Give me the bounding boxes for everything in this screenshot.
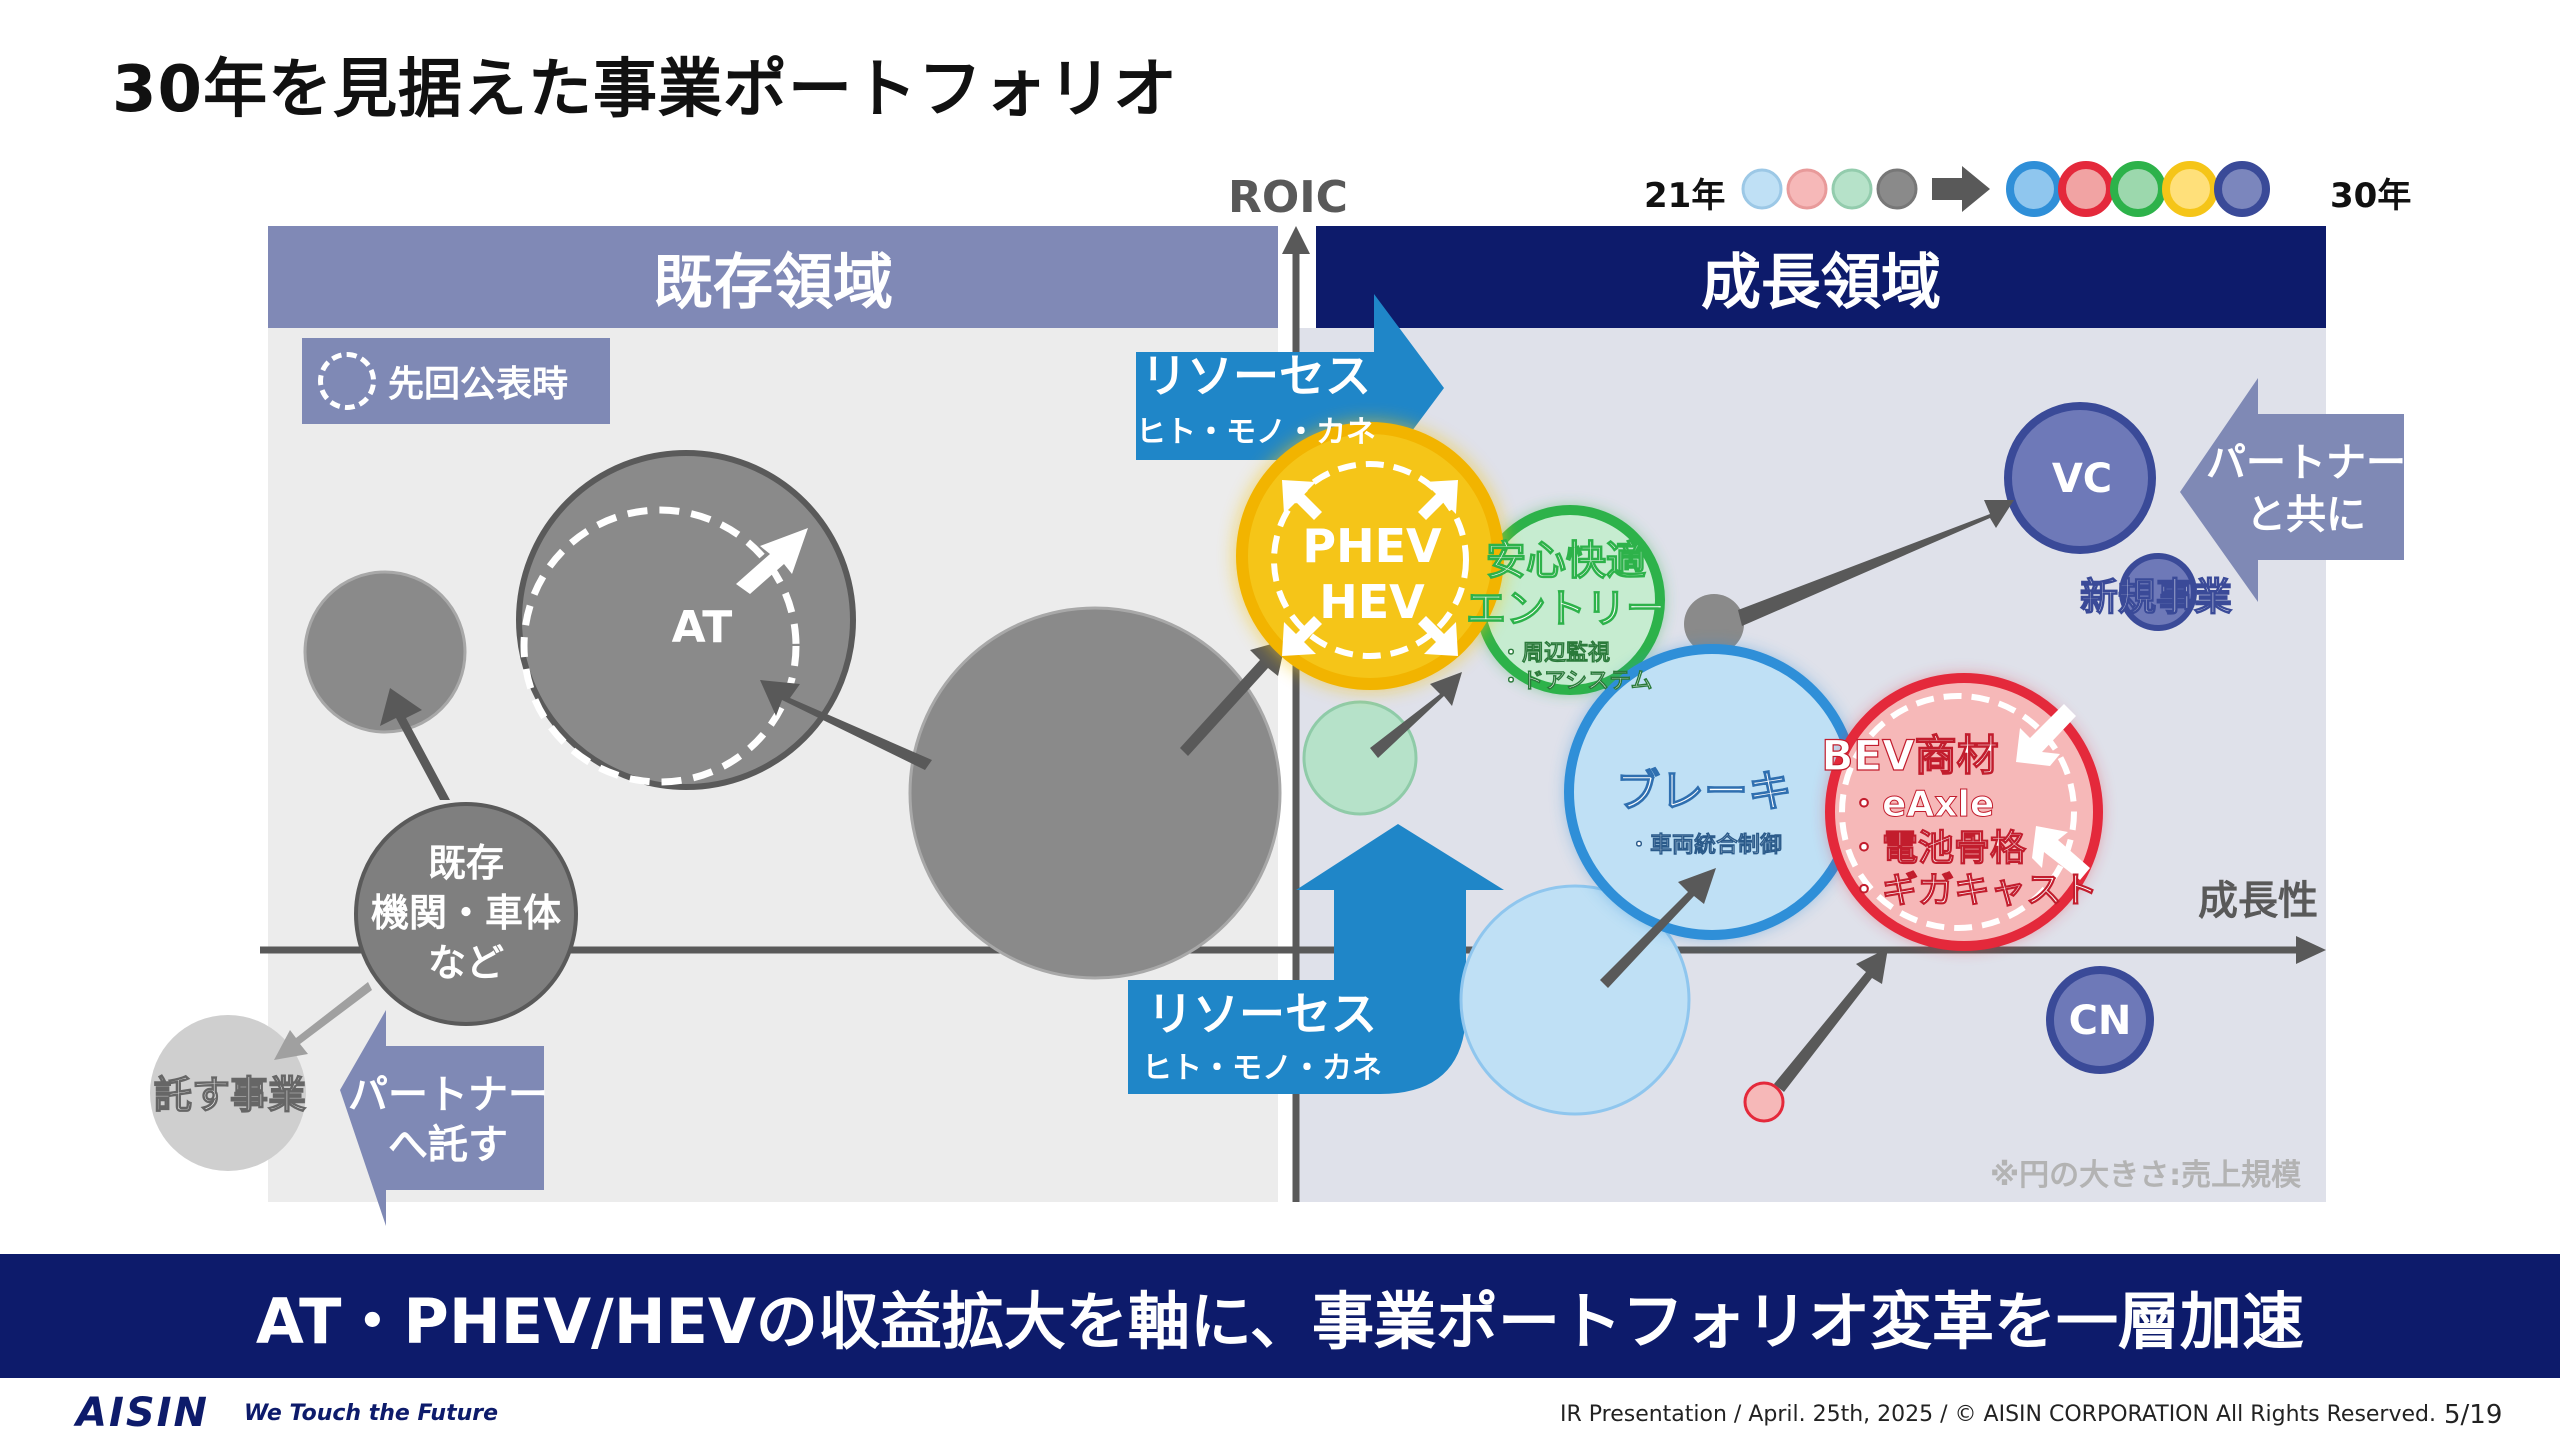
partner-with-label-2: と共に bbox=[2246, 492, 2366, 538]
partner-with-label-1: パートナー bbox=[2206, 440, 2406, 486]
safety-label-1: 安心快適 bbox=[1486, 538, 1646, 584]
vc-bubble bbox=[2004, 402, 2156, 554]
partner-to-label-1: パートナー bbox=[348, 1072, 548, 1118]
legend-year-end: 30年 bbox=[2330, 176, 2412, 216]
phev-previous-ring bbox=[1271, 461, 1469, 659]
at-bubble bbox=[516, 450, 856, 790]
phev-expand-arrows bbox=[1282, 480, 1458, 656]
new-business-bubble bbox=[2119, 553, 2197, 631]
cn-bubble bbox=[2046, 966, 2154, 1074]
existing-arrows bbox=[274, 528, 1286, 1060]
bev-sub-2: ・電池骨格 bbox=[1846, 828, 2027, 869]
tagline: We Touch the Future bbox=[244, 1401, 499, 1426]
entrust-bubble bbox=[150, 1015, 306, 1171]
cn-label: CN bbox=[2069, 998, 2132, 1044]
bev-sub-3: ・ギガキャスト bbox=[1846, 870, 2098, 911]
existing-small-bubble bbox=[303, 570, 467, 734]
bev-previous-bubble bbox=[1743, 1081, 1785, 1123]
brake-label: ブレーキ bbox=[1616, 766, 1792, 817]
growth-region-header: 成長領域 bbox=[1316, 226, 2326, 328]
page-title: 30年を見据えた事業ポートフォリオ bbox=[112, 53, 1179, 127]
resources-bottom-sub: ヒト・モノ・カネ bbox=[1142, 1051, 1382, 1086]
resources-bottom-arrow bbox=[1128, 824, 1504, 1094]
new-business-label: 新規事業 bbox=[2080, 575, 2232, 619]
existing-label-2: 機関・車体 bbox=[371, 891, 561, 935]
existing-engine-body-bubble bbox=[354, 802, 578, 1026]
partner-to-label-2: へ託す bbox=[388, 1122, 508, 1168]
hev-label: HEV bbox=[1319, 575, 1425, 629]
legend-year-start: 21年 bbox=[1644, 176, 1726, 216]
bev-label: BEV商材 bbox=[1821, 731, 1998, 780]
legend-previous: 先回公表時 bbox=[302, 338, 610, 424]
size-note: ※円の大きさ:売上規模 bbox=[1990, 1158, 2302, 1193]
existing-large-bubble bbox=[908, 606, 1282, 980]
legend-year-circles bbox=[1741, 161, 2270, 217]
vc-label: VC bbox=[2052, 456, 2112, 502]
brake-sub: ・車両統合制御 bbox=[1628, 832, 1782, 858]
bev-shrink-arrows bbox=[2016, 704, 2090, 880]
safety-label-2: エントリー bbox=[1466, 586, 1666, 632]
safety-sub-1: ・周辺監視 bbox=[1500, 641, 1610, 666]
brake-previous-bubble bbox=[1459, 884, 1691, 1116]
entrust-label: 託す事業 bbox=[154, 1073, 306, 1117]
dashed-circle-icon bbox=[318, 352, 376, 410]
bev-sub-1: ・eAxle bbox=[1846, 784, 1994, 825]
at-previous-ring bbox=[520, 506, 800, 786]
resources-top-sub: ヒト・モノ・カネ bbox=[1136, 415, 1376, 450]
existing-region-header: 既存領域 bbox=[268, 226, 1278, 328]
legend-previous-label: 先回公表時 bbox=[388, 364, 569, 405]
existing-label-1: 既存 bbox=[428, 841, 504, 885]
partner-to-arrow bbox=[340, 1010, 544, 1226]
resources-top-title: リソーセス bbox=[1141, 349, 1371, 403]
growth-arrows bbox=[1370, 500, 2014, 1092]
key-message-band: AT・PHEV/HEVの収益拡大を軸に、事業ポートフォリオ変革を一層加速 bbox=[0, 1254, 2560, 1378]
aisin-logo: AISIN bbox=[76, 1390, 210, 1436]
resources-bottom-title: リソーセス bbox=[1147, 987, 1377, 1041]
at-label: AT bbox=[672, 602, 733, 653]
x-axis-label: 成長性 bbox=[2198, 878, 2318, 924]
existing-label-3: など bbox=[428, 941, 504, 985]
safety-previous-bubble bbox=[1302, 700, 1418, 816]
phev-label: PHEV bbox=[1302, 519, 1442, 573]
copyright: IR Presentation / April. 25th, 2025 / © … bbox=[1560, 1402, 2436, 1427]
page-number: 5/19 bbox=[2444, 1400, 2503, 1430]
bev-previous-ring bbox=[1839, 693, 2077, 931]
y-axis-label: ROIC bbox=[1228, 172, 1348, 223]
partner-with-arrow bbox=[2180, 378, 2404, 602]
safety-sub-2: ・ドアシステム bbox=[1500, 669, 1652, 694]
vc-previous-bubble bbox=[1684, 594, 1744, 654]
